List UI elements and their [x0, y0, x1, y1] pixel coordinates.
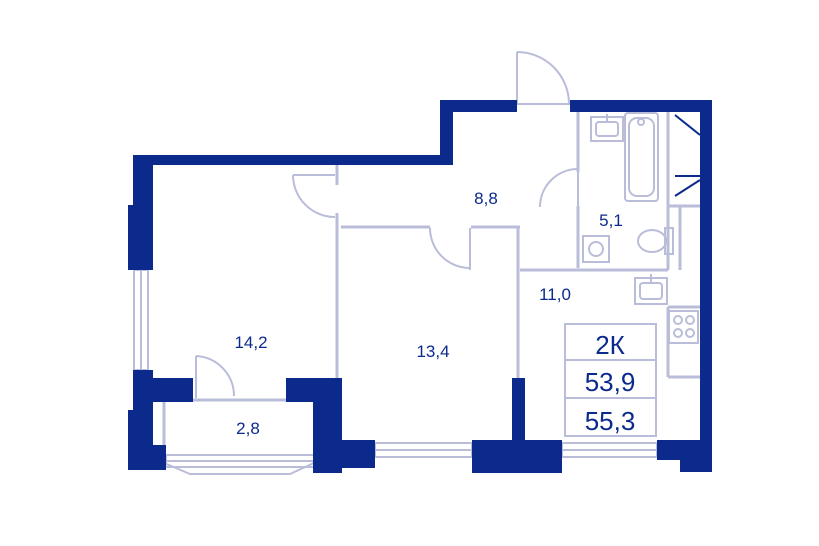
bathroom-area: 5,1 — [599, 211, 623, 230]
room-middle-area: 13,4 — [416, 342, 449, 361]
living-area: 53,9 — [585, 367, 636, 397]
door-swing-icon — [195, 51, 579, 398]
toilet-icon — [637, 227, 674, 255]
hall-area: 8,8 — [474, 189, 498, 208]
balcony-rail — [161, 461, 317, 475]
apartment-type: 2К — [595, 330, 625, 360]
shelves — [674, 114, 701, 197]
sink-icon — [634, 274, 668, 305]
kitchen-area: 11,0 — [539, 285, 571, 304]
sink-icon — [590, 114, 624, 142]
total-area: 55,3 — [585, 406, 636, 436]
summary-badge: 2К 53,9 55,3 — [564, 323, 657, 437]
stove-icon — [668, 310, 699, 344]
window-icon — [133, 269, 658, 468]
bathtub-icon — [624, 112, 659, 202]
balcony-area: 2,8 — [236, 419, 260, 438]
room-left-area: 14,2 — [234, 333, 267, 352]
washing-machine-icon — [582, 235, 610, 263]
outer-walls — [128, 100, 712, 473]
